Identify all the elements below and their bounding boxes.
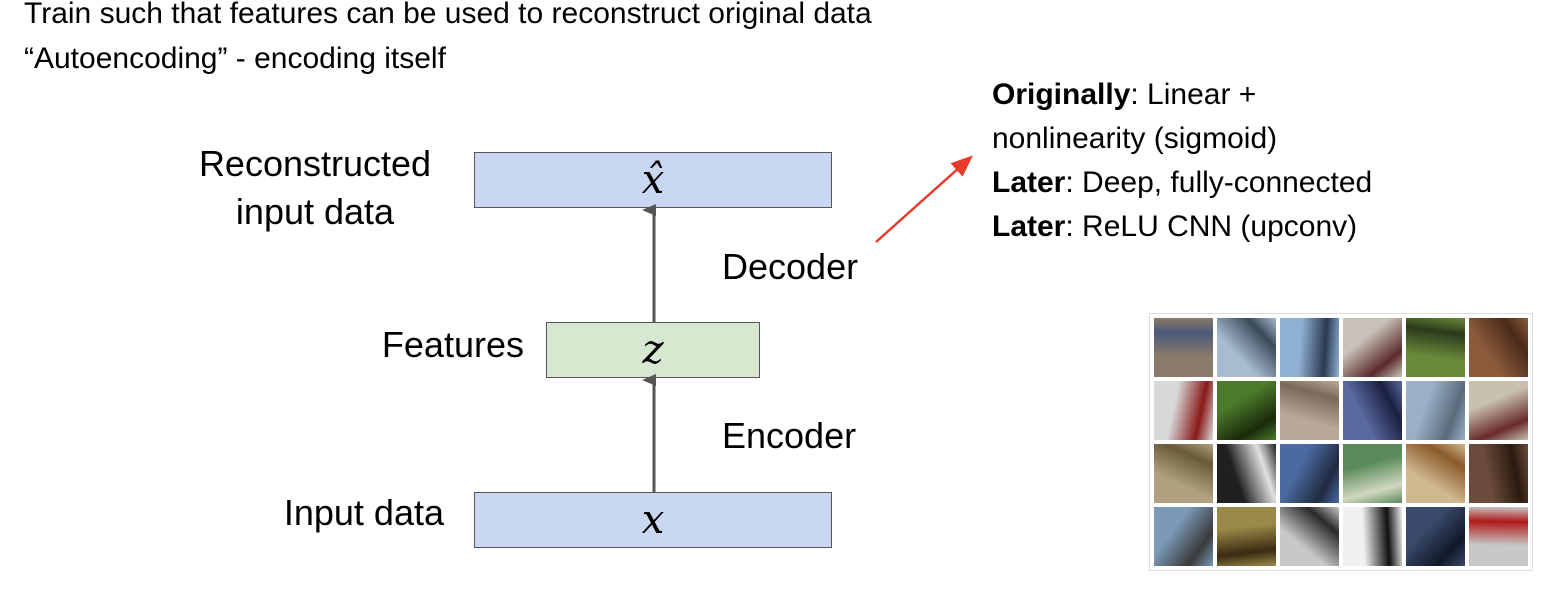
plane-tile bbox=[1343, 507, 1402, 566]
frog-tile-4 bbox=[1217, 507, 1276, 566]
horse-tile-2 bbox=[1469, 444, 1528, 503]
cat-tile bbox=[1154, 318, 1213, 377]
encoder-label: Encoder bbox=[722, 415, 857, 456]
z-symbol: z bbox=[642, 327, 664, 373]
header-line-2: “Autoencoding” - encoding itself bbox=[24, 42, 446, 75]
decoder-note: Originally: Linear + nonlinearity (sigmo… bbox=[992, 73, 1372, 249]
frog-tile-3 bbox=[1217, 381, 1276, 440]
reconstructed-label-line-2: input data bbox=[235, 191, 395, 232]
ship-tile bbox=[1217, 318, 1276, 377]
reconstructed-box: x̂ bbox=[474, 152, 832, 208]
sample-image-grid bbox=[1149, 313, 1533, 571]
airplane-poster-tile bbox=[1343, 318, 1402, 377]
note-line-3: Later: Deep, fully-connected bbox=[992, 166, 1373, 199]
deer-tile bbox=[1406, 507, 1465, 566]
decoder-label: Decoder bbox=[722, 246, 859, 287]
input-box: x bbox=[474, 492, 832, 548]
note-line-4: Later: ReLU CNN (upconv) bbox=[992, 210, 1358, 243]
note-line-1: Originally: Linear + bbox=[992, 78, 1257, 111]
boat-tile bbox=[1280, 318, 1339, 377]
car-tile bbox=[1154, 381, 1213, 440]
features-box: z bbox=[546, 322, 760, 378]
ship-tile-2 bbox=[1154, 507, 1213, 566]
dog-tile-2 bbox=[1406, 444, 1465, 503]
x-symbol: x bbox=[641, 497, 665, 543]
frog-tile bbox=[1406, 318, 1465, 377]
firetruck-tile bbox=[1469, 507, 1528, 566]
truck-tile bbox=[1343, 381, 1402, 440]
bird-tile bbox=[1343, 444, 1402, 503]
horse-tile bbox=[1217, 444, 1276, 503]
note-line-2: nonlinearity (sigmoid) bbox=[992, 122, 1278, 155]
reconstructed-label: Reconstructed input data bbox=[180, 143, 450, 233]
note-pointer-arrow bbox=[875, 155, 973, 243]
frog-tile-2 bbox=[1469, 318, 1528, 377]
dog-tile bbox=[1154, 444, 1213, 503]
input-data-label: Input data bbox=[283, 492, 444, 533]
header-line-1: Train such that features can be used to … bbox=[24, 0, 872, 30]
x-hat-symbol: x̂ bbox=[641, 157, 665, 203]
truck-tile-3 bbox=[1280, 444, 1339, 503]
jet-tile bbox=[1406, 381, 1465, 440]
horse-tile-3 bbox=[1280, 507, 1339, 566]
truck-tile-2 bbox=[1469, 381, 1528, 440]
reconstructed-label-line-1: Reconstructed bbox=[198, 143, 432, 184]
cat-tile-2 bbox=[1280, 381, 1339, 440]
features-label: Features bbox=[381, 324, 524, 365]
